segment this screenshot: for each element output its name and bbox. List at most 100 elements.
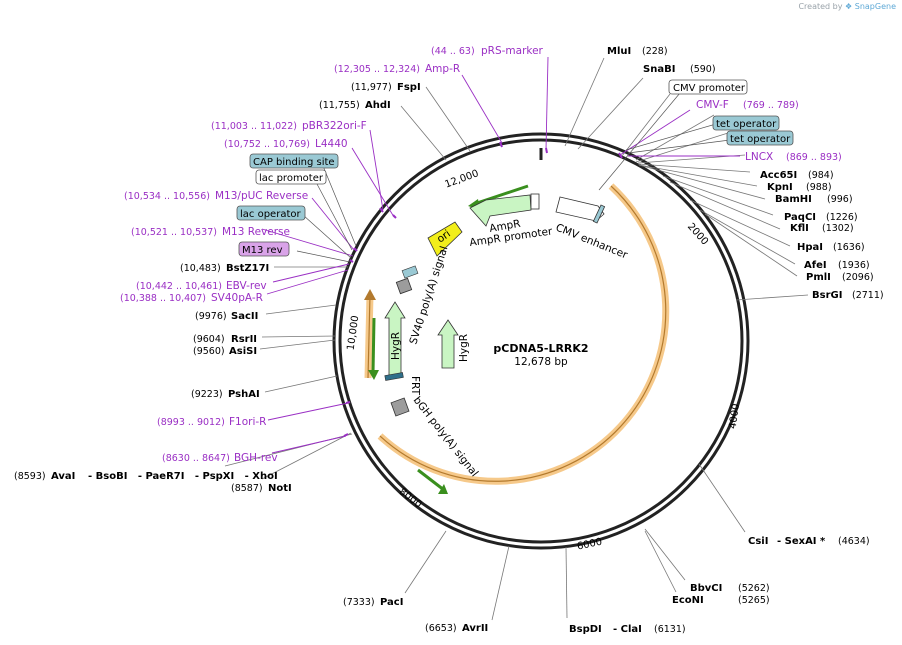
svg-text:- ClaI: - ClaI bbox=[613, 624, 642, 635]
svg-text:M13/pUC Reverse: M13/pUC Reverse bbox=[215, 190, 308, 202]
svg-text:HpaI: HpaI bbox=[797, 242, 823, 253]
svg-text:AvrII: AvrII bbox=[462, 623, 488, 634]
box-cap-binding-site: CAP binding site bbox=[249, 153, 339, 169]
small-blue-box bbox=[592, 204, 606, 224]
box-cmv-promoter: CMV promoter bbox=[668, 79, 748, 95]
enzyme-sacii: (9976) SacII bbox=[195, 311, 258, 322]
svg-text:KflI: KflI bbox=[790, 223, 809, 234]
svg-text:(6653): (6653) bbox=[425, 623, 457, 634]
tick-4000: 4000 bbox=[728, 403, 742, 430]
enzyme-acc65i: Acc65I (984) bbox=[760, 170, 834, 181]
svg-text:BspDI: BspDI bbox=[569, 624, 602, 635]
enzyme-bamhi: BamHI (996) bbox=[775, 194, 853, 205]
svg-text:pBR322ori-F: pBR322ori-F bbox=[302, 120, 367, 132]
svg-text:CsiI: CsiI bbox=[748, 536, 768, 547]
svg-text:(10,521 .. 10,537): (10,521 .. 10,537) bbox=[131, 227, 217, 238]
primer-amp-r: (12,305 .. 12,324) Amp-R bbox=[334, 63, 460, 75]
svg-text:- BsoBI - PaeR7I - PspXI: - BsoBI - PaeR7I - PspXI - XhoI bbox=[88, 471, 278, 482]
enzyme-avrii: (6653) AvrII bbox=[425, 623, 488, 634]
primer-lncx: LNCX (869 .. 893) bbox=[745, 151, 842, 163]
svg-text:(2711): (2711) bbox=[852, 290, 884, 301]
primer-f1ori-r: (8993 .. 9012) F1ori-R bbox=[157, 416, 266, 428]
enzyme-econi: EcoNI (5265) bbox=[672, 595, 770, 606]
svg-text:(1636): (1636) bbox=[833, 242, 865, 253]
primer-l4440: (10,752 .. 10,769) L4440 bbox=[224, 138, 348, 150]
hygr-right-feature: HygR bbox=[437, 319, 470, 369]
top-green-arc bbox=[473, 184, 529, 206]
svg-text:CAP binding site: CAP binding site bbox=[253, 157, 335, 168]
svg-text:(6131): (6131) bbox=[654, 624, 686, 635]
enzyme-paci: (7333) PacI bbox=[343, 597, 403, 608]
svg-text:BamHI: BamHI bbox=[775, 194, 812, 205]
svg-text:- SexAI *: - SexAI * bbox=[777, 536, 826, 547]
enzyme-pshai: (9223) PshAI bbox=[191, 389, 260, 400]
bottom-green-arc bbox=[417, 468, 445, 492]
svg-text:KpnI: KpnI bbox=[767, 182, 793, 193]
svg-text:AsiSI: AsiSI bbox=[229, 346, 257, 357]
svg-text:BsrGI: BsrGI bbox=[812, 290, 842, 301]
svg-text:(5265): (5265) bbox=[738, 595, 770, 606]
enzyme-paqci: PaqCI (1226) bbox=[784, 212, 858, 223]
svg-text:(11,003 .. 11,022): (11,003 .. 11,022) bbox=[211, 121, 297, 132]
svg-text:PacI: PacI bbox=[380, 597, 403, 608]
svg-text:lac promoter: lac promoter bbox=[259, 173, 324, 184]
svg-text:(10,442 .. 10,461): (10,442 .. 10,461) bbox=[136, 281, 222, 292]
svg-text:SacII: SacII bbox=[231, 311, 258, 322]
ori-feature: ori bbox=[427, 221, 463, 257]
lrrk2-orf-arc-core bbox=[379, 185, 667, 482]
svg-text:BbvCI: BbvCI bbox=[690, 583, 722, 594]
svg-text:(869 .. 893): (869 .. 893) bbox=[786, 152, 842, 163]
tick-10000: 10,000 bbox=[346, 315, 362, 351]
svg-text:F1ori-R: F1ori-R bbox=[229, 416, 266, 428]
enzyme-mlui: MluI (228) bbox=[607, 46, 668, 57]
bgh-polya-feature: bGH poly(A) signal bbox=[390, 394, 480, 479]
box-tet-operator-2: tet operator bbox=[726, 130, 794, 146]
svg-text:(8587): (8587) bbox=[231, 483, 263, 494]
primer-ebv-rev: (10,442 .. 10,461) EBV-rev bbox=[136, 280, 267, 292]
svg-text:lac operator: lac operator bbox=[240, 209, 301, 220]
primer-bgh-rev: (8630 .. 8647) BGH-rev bbox=[162, 452, 278, 464]
enzyme-pmli: PmlI (2096) bbox=[806, 272, 874, 283]
enzyme-hpai: HpaI (1636) bbox=[797, 242, 865, 253]
svg-text:(9223): (9223) bbox=[191, 389, 223, 400]
svg-text:(9560): (9560) bbox=[193, 346, 225, 357]
svg-text:EcoNI: EcoNI bbox=[672, 595, 704, 606]
ampr-label: AmpR bbox=[488, 218, 521, 235]
svg-text:(590): (590) bbox=[690, 64, 716, 75]
enzyme-kpni: KpnI (988) bbox=[767, 182, 832, 193]
snapgene-logo-icon: ❖ bbox=[845, 2, 853, 11]
svg-text:(10,752 .. 10,769): (10,752 .. 10,769) bbox=[224, 139, 310, 150]
enzyme-bsrgi: BsrGI (2711) bbox=[812, 290, 884, 301]
svg-text:Amp-R: Amp-R bbox=[425, 63, 460, 75]
enzyme-bbvci: BbvCI (5262) bbox=[690, 583, 770, 594]
ampr-feature: AmpR AmpR promoter bbox=[469, 194, 554, 249]
svg-text:(1302): (1302) bbox=[822, 223, 854, 234]
svg-text:SV40pA-R: SV40pA-R bbox=[211, 292, 263, 304]
primer-m13-puc-reverse: (10,534 .. 10,556) M13/pUC Reverse bbox=[124, 190, 308, 202]
svg-text:(4634): (4634) bbox=[838, 536, 870, 547]
svg-text:(12,305 .. 12,324): (12,305 .. 12,324) bbox=[334, 64, 420, 75]
tick-12000: 12,000 bbox=[444, 168, 481, 190]
enzyme-csii: CsiI - SexAI * (4634) bbox=[748, 536, 870, 547]
enzyme-afei: AfeI (1936) bbox=[804, 260, 870, 271]
svg-text:AfeI: AfeI bbox=[804, 260, 827, 271]
plasmid-size: 12,678 bp bbox=[514, 356, 568, 368]
svg-text:RsrII: RsrII bbox=[231, 334, 257, 345]
left-orf-arc-core bbox=[367, 294, 371, 379]
svg-text:(44 .. 63): (44 .. 63) bbox=[431, 46, 475, 57]
svg-text:(1936): (1936) bbox=[838, 260, 870, 271]
enzyme-kfli: KflI (1302) bbox=[790, 223, 854, 234]
enzyme-noti: (8587) NotI bbox=[231, 483, 292, 494]
svg-text:(996): (996) bbox=[827, 194, 853, 205]
svg-text:(10,534 .. 10,556): (10,534 .. 10,556) bbox=[124, 191, 210, 202]
svg-text:(11,755): (11,755) bbox=[319, 100, 360, 111]
hygr-left-label: HygR bbox=[390, 332, 402, 360]
svg-text:(8993 .. 9012): (8993 .. 9012) bbox=[157, 417, 225, 428]
plasmid-name: pCDNA5-LRRK2 bbox=[493, 342, 588, 355]
snapgene-watermark: Created by ❖ SnapGene bbox=[798, 2, 896, 11]
svg-text:tet operator: tet operator bbox=[716, 119, 777, 130]
svg-text:BstZ17I: BstZ17I bbox=[226, 263, 269, 274]
svg-text:FspI: FspI bbox=[397, 82, 421, 93]
svg-text:(9976): (9976) bbox=[195, 311, 227, 322]
primer-m13-reverse: (10,521 .. 10,537) M13 Reverse bbox=[131, 226, 290, 238]
